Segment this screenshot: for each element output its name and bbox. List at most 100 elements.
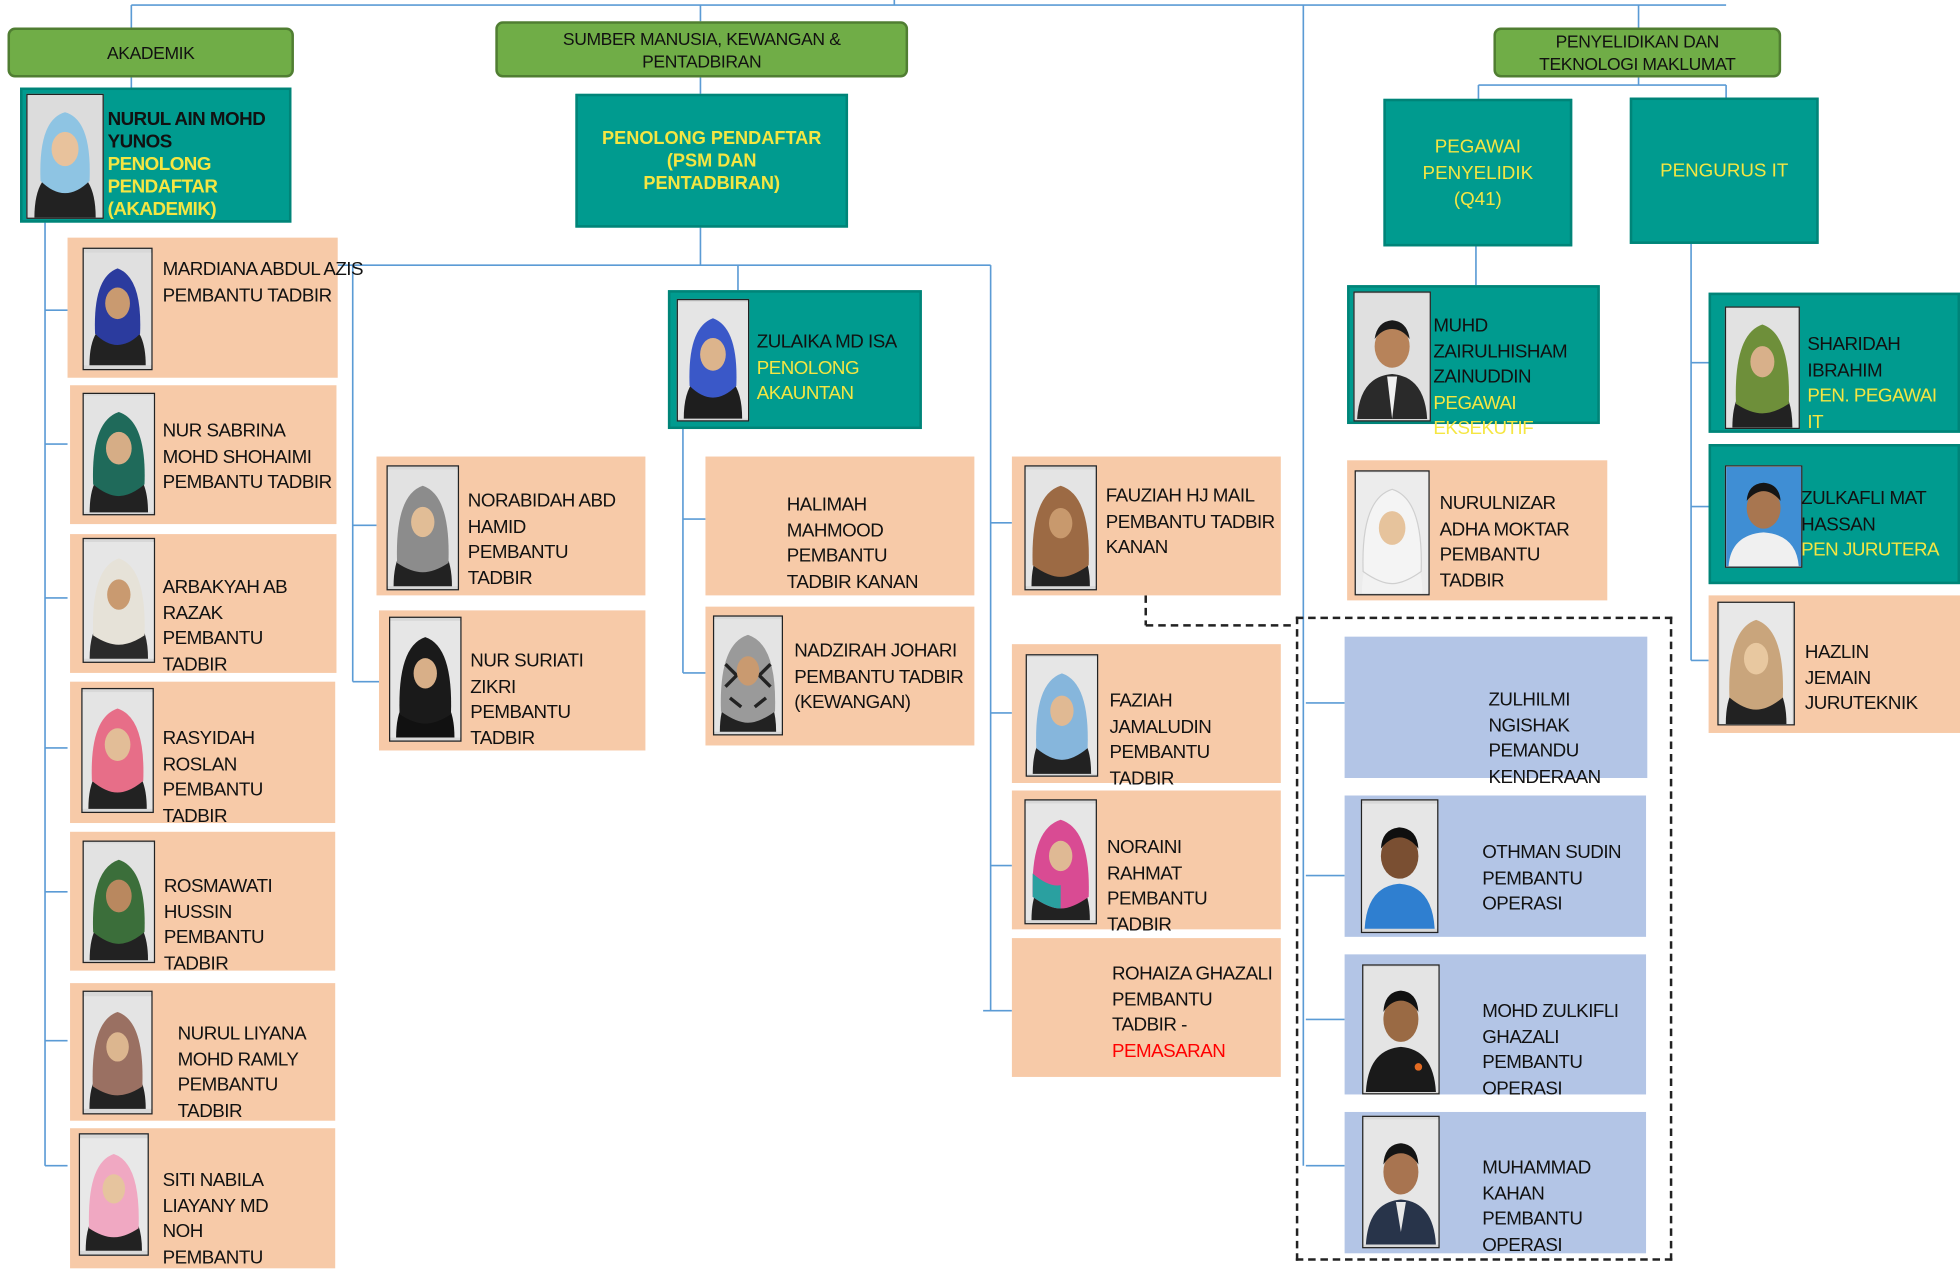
staff-text: NURUL LIYANA MOHD RAMLY PEMBANTU TADBIR (178, 1022, 307, 1125)
staff-text: HALIMAH MAHMOOD PEMBANTU TADBIR KANAN (786, 493, 919, 596)
profile-photo (82, 537, 156, 663)
staff-line: MAHMOOD (786, 519, 884, 541)
staff-line: NGISHAK (1488, 714, 1570, 737)
person-name: ZAINUDDIN (1433, 366, 1532, 388)
person-name: YUNOS (107, 131, 173, 153)
staff-unit-highlight: PEMASARAN (1111, 1040, 1226, 1062)
staff-line: NORABIDAH ABD (467, 490, 616, 512)
lead-text: SHARIDAH IBRAHIM PEN. PEGAWAI IT (1807, 333, 1937, 436)
lead-text: MUHD ZAIRULHISHAM ZAINUDDIN PEGAWAI EKSE… (1433, 314, 1567, 442)
staff-text: ARBAKYAH AB RAZAK PEMBANTU TADBIR (162, 575, 288, 678)
staff-text: HAZLIN JEMAIN JURUTEKNIK (1805, 640, 1918, 717)
staff-line: MOHD SHOHAIMI (162, 445, 312, 468)
staff-text: NORABIDAH ABD HAMID PEMBANTU TADBIR (468, 489, 616, 592)
staff-card-nur-suriati: NUR SURIATI ZIKRI PEMBANTU TADBIR (378, 610, 646, 751)
staff-line: NORAINI (1106, 836, 1182, 859)
staff-line: MARDIANA ABDUL AZIS (162, 258, 364, 281)
staff-line: ROSLAN (162, 753, 238, 775)
staff-line: NUR SURIATI (470, 650, 584, 672)
staff-line: OPERASI (1482, 1233, 1563, 1256)
staff-line: FAZIAH (1109, 690, 1173, 712)
profile-photo (1354, 470, 1430, 596)
staff-card-rasyidah: RASYIDAH ROSLAN PEMBANTU TADBIR (70, 681, 336, 826)
staff-card-hazlin: HAZLIN JEMAIN JURUTEKNIK (1708, 595, 1960, 733)
position-title: (Q41) (1453, 188, 1502, 210)
staff-line: MUHAMMAD (1482, 1156, 1591, 1179)
profile-photo (82, 247, 153, 371)
staff-line: JEMAIN (1804, 667, 1871, 689)
profile-photo (1362, 964, 1440, 1095)
staff-line: TADBIR KANAN (786, 570, 919, 593)
staff-line: ARBAKYAH AB (162, 576, 288, 598)
staff-card-noraini: NORAINI RAHMAT PEMBANTU TADBIR (1011, 790, 1281, 935)
profile-photo (676, 298, 750, 422)
staff-line: PEMBANTU (470, 701, 571, 723)
profile-photo (26, 93, 104, 219)
profile-photo (388, 616, 462, 742)
staff-text: RASYIDAH ROSLAN PEMBANTU TADBIR (162, 727, 264, 830)
staff-line: TADBIR (162, 804, 228, 827)
staff-text: MOHD ZULKIFLI GHAZALI PEMBANTU OPERASI (1482, 999, 1619, 1102)
staff-line: PEMBANTU TADBIR (794, 666, 964, 688)
profile-photo (78, 1133, 149, 1256)
lead-card-zulaika: ZULAIKA MD ISA PENOLONG AKAUNTAN (667, 290, 922, 430)
staff-text: FAUZIAH HJ MAIL PEMBANTU TADBIR KANAN (1105, 484, 1276, 561)
lead-card-sharidah: SHARIDAH IBRAHIM PEN. PEGAWAI IT (1708, 292, 1960, 436)
staff-card-arbakyah: ARBAKYAH AB RAZAK PEMBANTU TADBIR (70, 534, 337, 675)
profile-photo (82, 990, 153, 1115)
department-label: AKADEMIK (106, 42, 195, 63)
person-name: NURUL AIN MOHD (107, 108, 266, 131)
person-title: PEGAWAI (1433, 392, 1517, 414)
staff-text: ROHAIZA GHAZALI PEMBANTU TADBIR - PEMASA… (1111, 962, 1273, 1065)
staff-line: NOH (162, 1220, 204, 1243)
staff-line: TADBIR (1106, 913, 1172, 935)
profile-photo (1024, 799, 1097, 925)
lead-card-penolong-pendaftar: PENOLONG PENDAFTAR (PSM DAN PENTADBIRAN) (575, 93, 849, 228)
staff-card-muhammad-kahan: MUHAMMAD KAHAN PEMBANTU OPERASI (1344, 1111, 1647, 1255)
department-label-line2: PENTADBIRAN (642, 50, 762, 71)
department-label-line2: TEKNOLOGI MAKLUMAT (1539, 53, 1736, 74)
staff-text: ZULHILMI NGISHAK PEMANDU KENDERAAN (1488, 688, 1601, 791)
staff-text: ROSMAWATI HUSSIN PEMBANTU TADBIR (163, 874, 273, 977)
position-title: PENTADBIRAN) (643, 173, 781, 194)
staff-line: PEMBANTU (786, 545, 888, 567)
staff-line: RAHMAT (1106, 862, 1182, 884)
staff-line: PEMANDU (1488, 740, 1579, 762)
staff-line: FAUZIAH HJ MAIL (1105, 485, 1255, 507)
person-name: ZULKAFLI MAT (1801, 487, 1927, 510)
staff-line: TADBIR (177, 1100, 243, 1122)
staff-line: TADBIR (163, 952, 229, 974)
staff-line: PEMBANTU TADBIR (162, 284, 333, 306)
staff-line: HAZLIN (1804, 641, 1869, 663)
person-name: SHARIDAH (1807, 333, 1901, 356)
staff-line: ZULHILMI (1488, 689, 1570, 711)
lead-card-pengurus-it: PENGURUS IT (1629, 97, 1819, 244)
staff-line: GHAZALI (1482, 1026, 1559, 1048)
staff-card-othman: OTHMAN SUDIN PEMBANTU OPERASI (1344, 795, 1647, 937)
staff-line: ROSMAWATI (163, 875, 273, 897)
staff-card-rohaiza: ROHAIZA GHAZALI PEMBANTU TADBIR - PEMASA… (1011, 938, 1281, 1077)
profile-photo (82, 840, 156, 964)
staff-card-nurulnizar: NURULNIZAR ADHA MOKTAR PEMBANTU TADBIR (1347, 460, 1608, 601)
staff-text: MARDIANA ABDUL AZIS PEMBANTU TADBIR (162, 258, 364, 309)
staff-line: PEMBANTU (162, 1246, 264, 1268)
staff-card-rosmawati: ROSMAWATI HUSSIN PEMBANTU TADBIR (70, 831, 336, 974)
lead-card-nurul-ain: NURUL AIN MOHD YUNOS PENOLONG PENDAFTAR … (20, 87, 292, 223)
staff-line: KANAN (1105, 536, 1169, 558)
staff-card-fauziah: FAUZIAH HJ MAIL PEMBANTU TADBIR KANAN (1011, 456, 1281, 596)
profile-photo (1362, 1115, 1440, 1249)
person-title: AKAUNTAN (756, 382, 854, 405)
person-name: IBRAHIM (1807, 359, 1883, 381)
staff-line: PEMBANTU (162, 627, 264, 650)
profile-photo (1717, 601, 1795, 726)
staff-line: NADZIRAH JOHARI (794, 640, 957, 662)
person-name: ZULAIKA MD ISA (756, 331, 898, 353)
staff-line: MOHD ZULKIFLI (1482, 1000, 1619, 1022)
staff-card-mohd-zulkifli: MOHD ZULKIFLI GHAZALI PEMBANTU OPERASI (1344, 954, 1647, 1099)
staff-text: NURULNIZAR ADHA MOKTAR PEMBANTU TADBIR (1440, 492, 1570, 595)
profile-photo (1724, 306, 1800, 430)
position-title: PENYELIDIK (1422, 161, 1534, 184)
staff-line: SITI NABILA (162, 1169, 264, 1191)
person-title: PEN JURUTERA (1801, 539, 1940, 561)
